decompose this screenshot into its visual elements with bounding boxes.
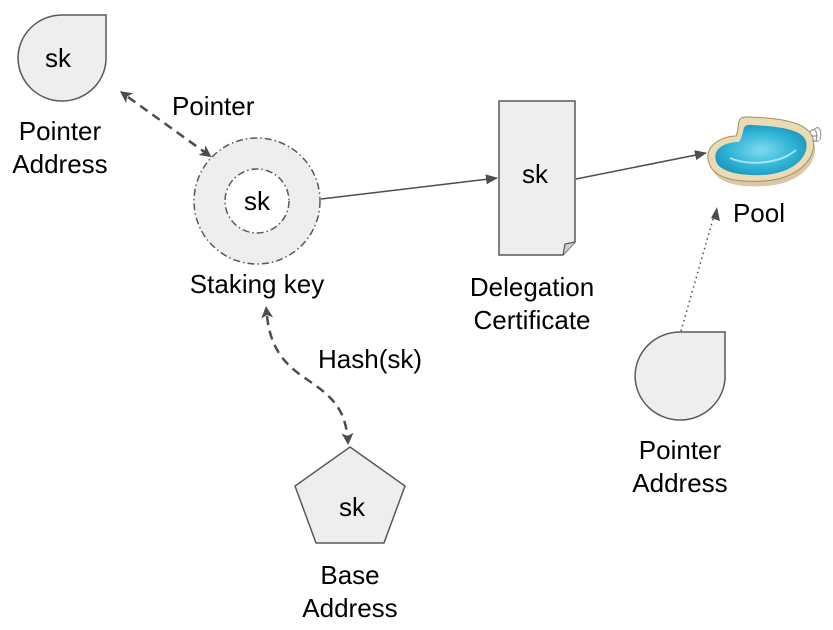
base-address-shape [294,446,406,544]
delegation-certificate-caption-line1: Delegation [470,272,594,302]
base-address-caption-line1: Base [320,560,379,590]
base-address-caption-line2: Address [302,593,397,623]
staking-to-certificate-arrow [320,174,498,200]
pointer-address-bottom-node[interactable] [634,331,726,421]
delegation-certificate-sk-label: sk [522,159,549,189]
pointer-address-top-shape [17,14,107,102]
staking-key-inner-circle [224,168,290,234]
pool-water [715,124,807,176]
pool-caption: Pool [733,198,785,228]
delegation-certificate-fold [562,241,576,256]
pointer-address-top-caption-line1: Pointer [19,116,102,146]
pointer-edge [119,91,212,158]
staking-key-node[interactable]: sk [193,137,321,265]
staking-key-sk-label: sk [244,186,271,216]
delegation-certificate-caption-line2: Certificate [473,305,590,335]
pointer-address-bottom-shape [634,331,726,421]
base-address-node[interactable]: sk [294,446,406,544]
pool-icon[interactable] [707,116,822,187]
pointer-address-bottom-caption-line1: Pointer [639,435,722,465]
pointer-address-top-node[interactable]: sk [17,14,107,102]
pointer-address-top-sk-label: sk [45,43,72,73]
staking-key-caption: Staking key [190,269,324,299]
hash-edge-label: Hash(sk) [318,344,422,374]
delegation-certificate-node[interactable]: sk [498,100,576,256]
pool-ladder [809,127,822,143]
pointer-address-top-caption-line2: Address [12,149,107,179]
pointer-address-bottom-caption-line2: Address [632,468,727,498]
base-address-sk-label: sk [339,492,366,522]
pointer-address-to-pool-arrow [680,211,716,332]
hash-edge [261,306,354,445]
pool-water-highlight [729,149,797,164]
pointer-edge-label: Pointer [172,91,255,121]
pointer-address-to-pool-arrowhead [711,207,720,221]
certificate-to-pool-arrow [575,150,707,180]
